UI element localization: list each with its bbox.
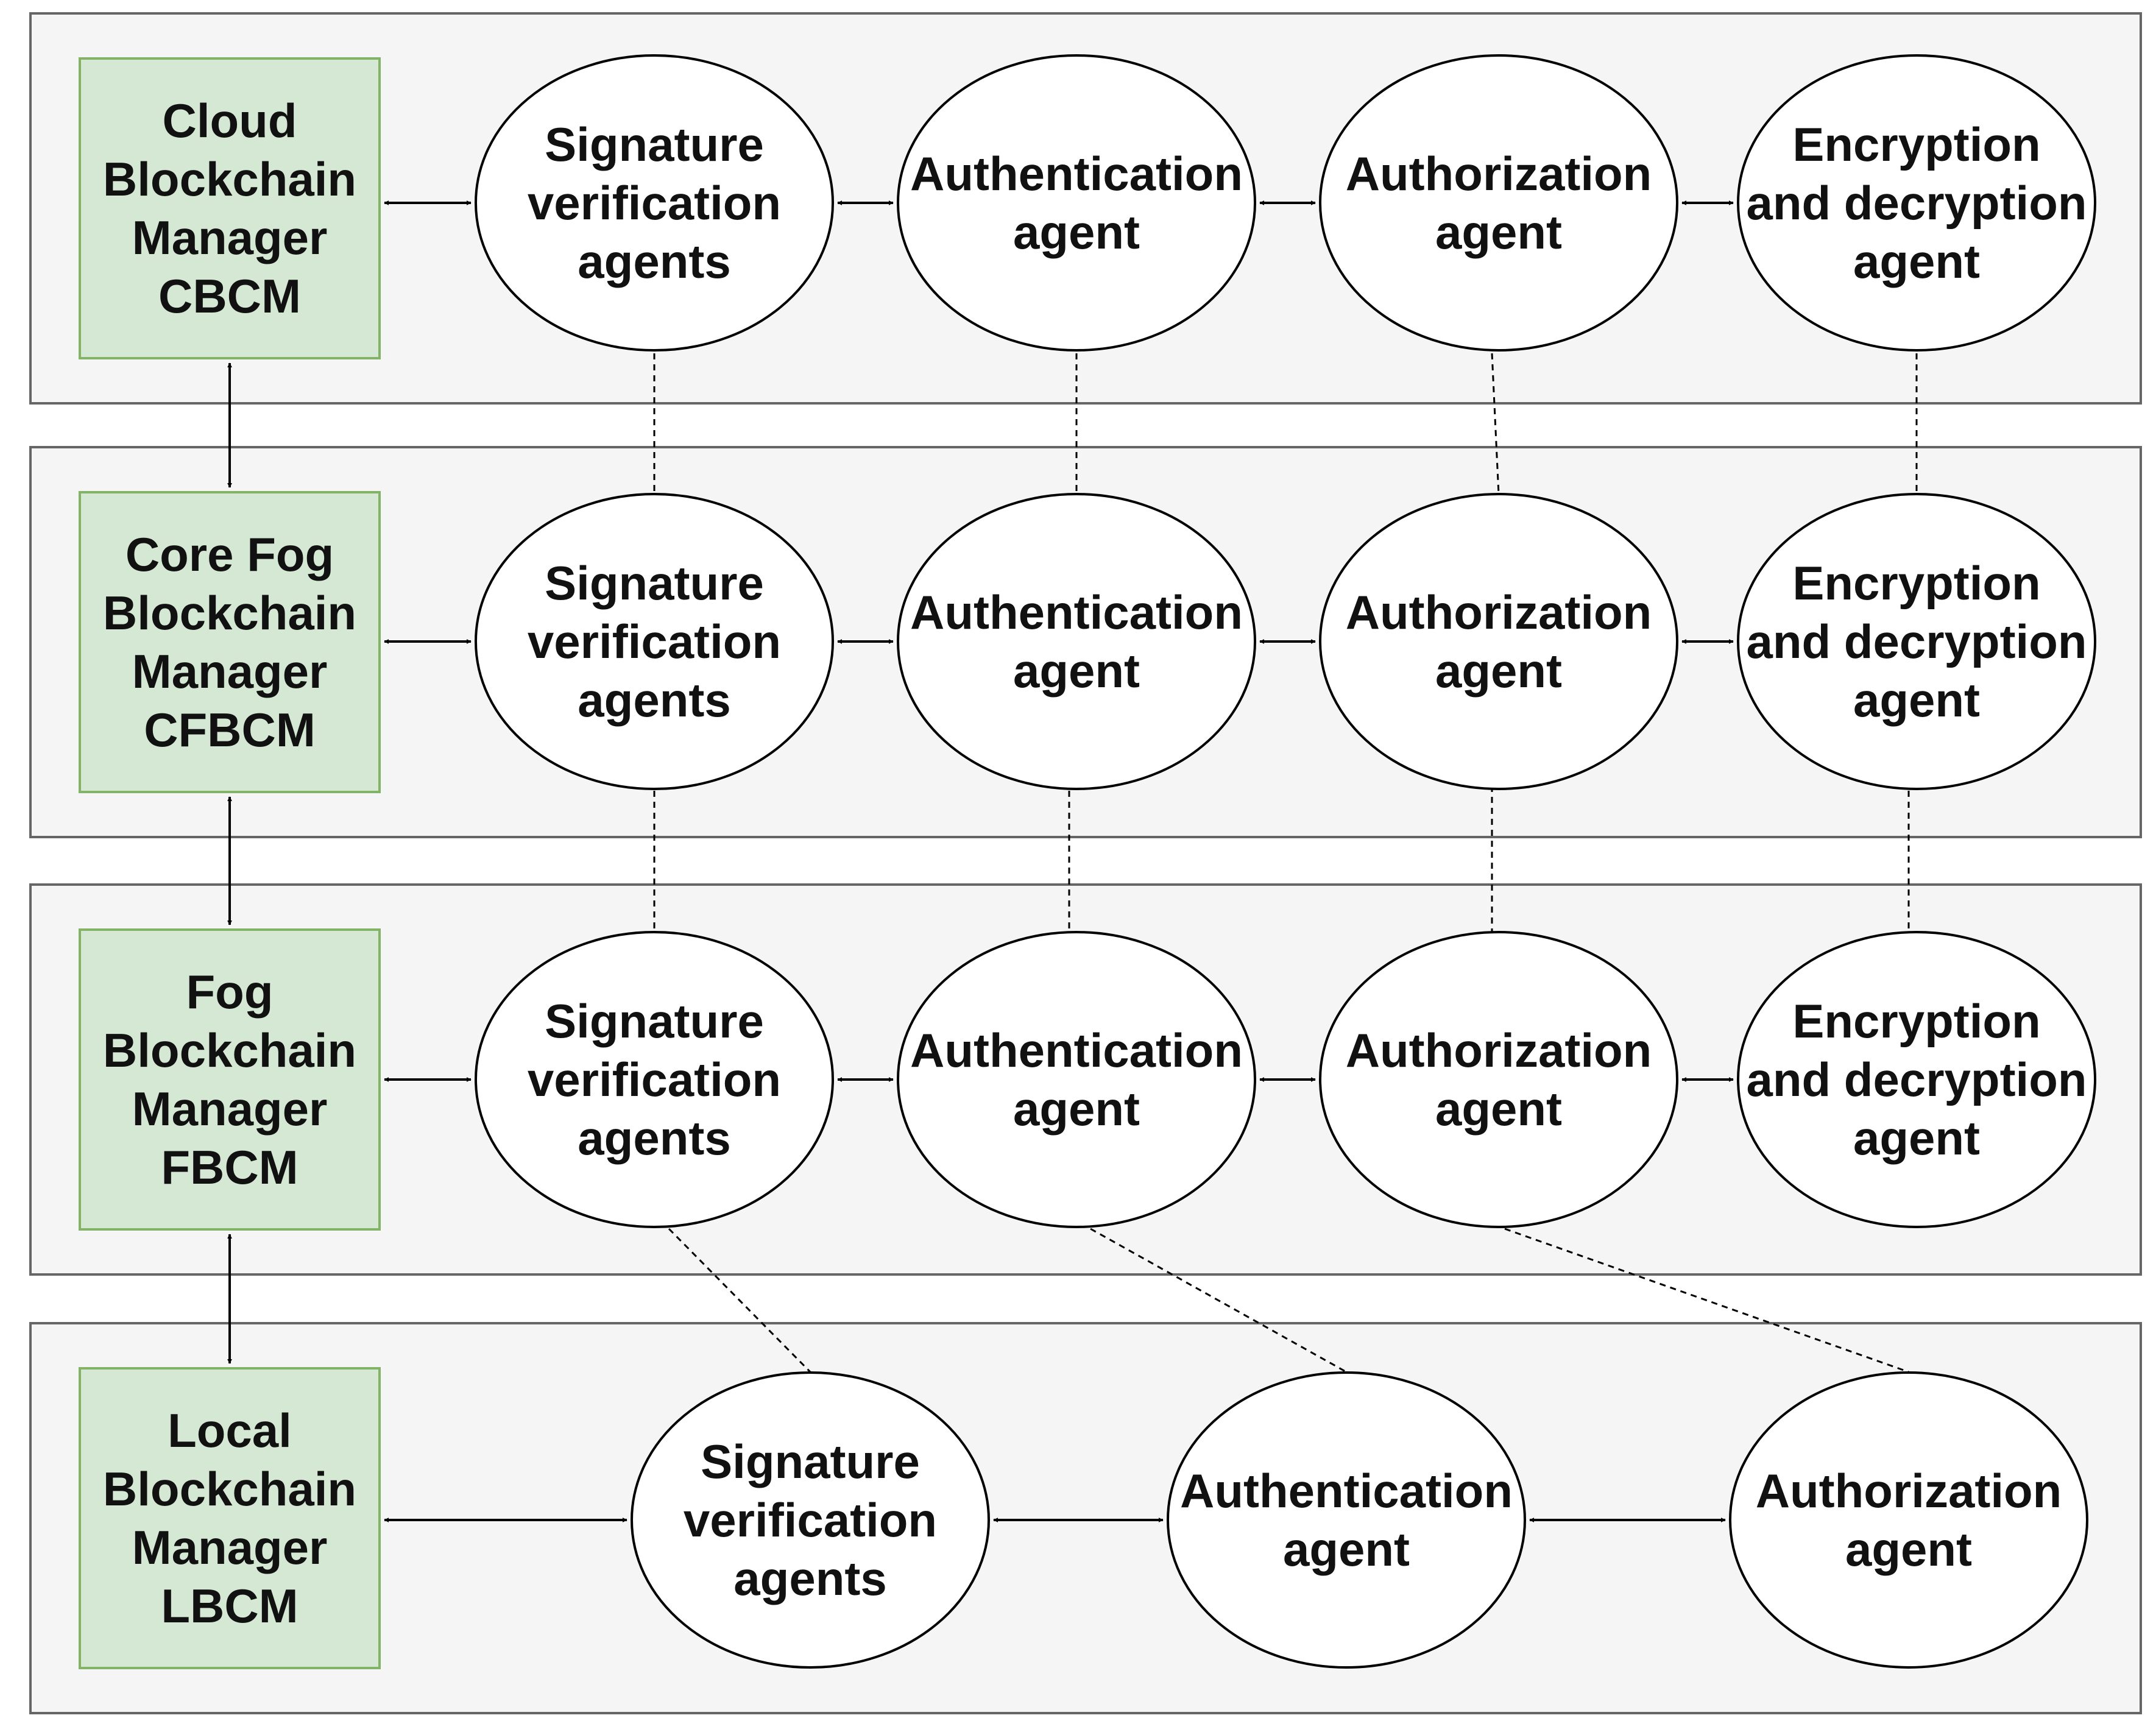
agent-label-layer-2-1-line-2: verification [528,615,781,668]
agent-label-layer-3-1-line-3: agents [578,1111,730,1165]
agent-label-layer-3-2-line-2: agent [1013,1082,1140,1136]
dashed-link-3 [1491,353,1500,495]
manager-label-layer-1-line-3: Manager [132,211,328,264]
agent-label-layer-2-2-line-2: agent [1013,644,1140,698]
manager-label-layer-1-line-2: Blockchain [103,152,356,206]
agent-label-layer-2-4-line-1: Encryption [1792,556,2040,610]
manager-label-layer-1-line-4: CBCM [158,269,301,323]
manager-box-layer-4 [79,1367,381,1669]
agent-node-layer-4-1 [631,1371,990,1669]
agent-label-layer-3-1-line-1: Signature [545,994,764,1048]
agent-label-layer-3-3-line-1: Authorization [1346,1023,1652,1077]
agent-label-layer-2-1-line-1: Signature [545,556,764,610]
agent-label-layer-3-4-line-3: agent [1853,1111,1980,1165]
manager-label-layer-2-line-3: Manager [132,645,328,698]
agent-label-layer-1-2-line-1: Authentication [910,147,1243,200]
agent-label-layer-4-2-line-2: agent [1283,1522,1410,1576]
manager-label-layer-4-line-2: Blockchain [103,1462,356,1516]
dashed-link-10 [1090,1228,1347,1373]
agent-node-layer-1-4 [1737,54,2096,352]
agent-label-layer-4-1-line-1: Signature [701,1435,920,1488]
agent-label-layer-4-1-line-3: agents [733,1552,886,1605]
manager-box-layer-1 [79,57,381,359]
agent-node-layer-2-3 [1319,493,1678,790]
agent-label-layer-3-3-line-2: agent [1435,1082,1562,1136]
dashed-link-9 [668,1228,811,1373]
agent-label-layer-4-2-line-1: Authentication [1180,1464,1513,1518]
manager-label-layer-2-line-1: Core Fog [125,528,334,581]
agent-label-layer-3-4-line-2: and decryption [1746,1053,2087,1106]
agent-label-layer-2-1-line-3: agents [578,673,730,727]
manager-label-layer-2-line-2: Blockchain [103,586,356,640]
manager-label-layer-4-line-4: LBCM [161,1579,298,1633]
agent-label-layer-2-4-line-2: and decryption [1746,615,2087,668]
agent-node-layer-3-3 [1319,931,1678,1228]
agent-node-layer-3-1 [475,931,834,1228]
agent-label-layer-3-4-line-1: Encryption [1792,994,2040,1048]
manager-label-layer-3-line-3: Manager [132,1082,328,1136]
agent-label-layer-2-4-line-3: agent [1853,673,1980,727]
manager-box-layer-2 [79,491,381,793]
dashed-link-11 [1504,1228,1909,1373]
manager-label-layer-3-line-1: Fog [186,965,274,1019]
agent-node-layer-1-2 [897,54,1256,352]
agent-label-layer-4-3-line-2: agent [1845,1522,1972,1576]
agent-label-layer-1-2-line-2: agent [1013,205,1140,259]
agent-label-layer-4-1-line-2: verification [684,1493,937,1547]
agent-node-layer-4-2 [1167,1371,1526,1669]
manager-label-layer-3-line-4: FBCM [161,1140,298,1194]
agent-node-layer-3-4 [1737,931,2096,1228]
agent-label-layer-4-3-line-1: Authorization [1756,1464,2062,1518]
agent-label-layer-1-4-line-1: Encryption [1792,118,2040,171]
agent-node-layer-2-2 [897,493,1256,790]
agent-node-layer-3-2 [897,931,1256,1228]
agent-label-layer-1-1-line-2: verification [528,176,781,230]
agent-label-layer-1-3-line-2: agent [1435,205,1562,259]
manager-label-layer-4-line-3: Manager [132,1521,328,1574]
agent-label-layer-2-2-line-1: Authentication [910,585,1243,639]
agent-label-layer-1-4-line-2: and decryption [1746,176,2087,230]
manager-label-layer-2-line-4: CFBCM [144,703,316,757]
agent-label-layer-1-3-line-1: Authorization [1346,147,1652,200]
agent-label-layer-1-4-line-3: agent [1853,235,1980,288]
manager-label-layer-4-line-1: Local [168,1404,292,1457]
agent-node-layer-1-1 [475,54,834,352]
agent-label-layer-1-1-line-3: agents [578,235,730,288]
agent-node-layer-1-3 [1319,54,1678,352]
agent-label-layer-2-3-line-1: Authorization [1346,585,1652,639]
agent-node-layer-2-1 [475,493,834,790]
manager-box-layer-3 [79,928,381,1231]
agent-label-layer-3-1-line-2: verification [528,1053,781,1106]
agent-label-layer-1-1-line-1: Signature [545,118,764,171]
agent-node-layer-4-3 [1729,1371,2088,1669]
agent-label-layer-3-2-line-1: Authentication [910,1023,1243,1077]
manager-label-layer-1-line-1: Cloud [163,94,297,147]
agent-node-layer-2-4 [1737,493,2096,790]
agent-label-layer-2-3-line-2: agent [1435,644,1562,698]
manager-label-layer-3-line-2: Blockchain [103,1023,356,1077]
